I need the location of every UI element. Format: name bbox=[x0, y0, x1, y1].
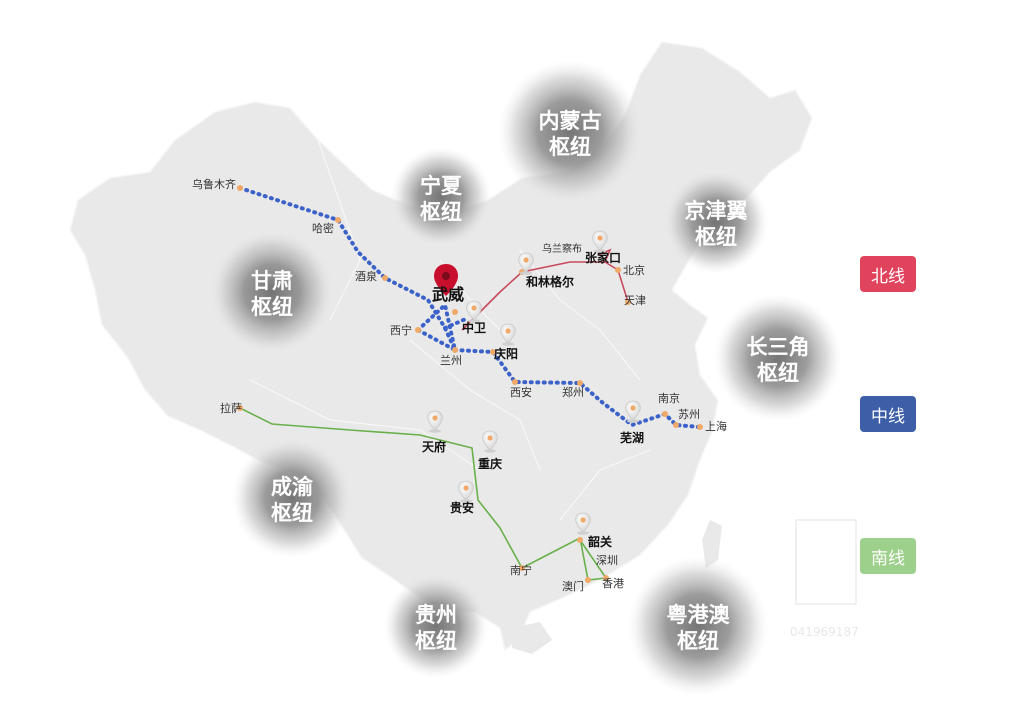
city-nanjing: 南京 bbox=[658, 391, 680, 405]
pin-wuhu-icon[interactable] bbox=[625, 400, 641, 423]
city-lhasa: 拉萨 bbox=[220, 401, 242, 415]
hub-glow bbox=[664, 170, 768, 274]
city-tianjin: 天津 bbox=[624, 294, 646, 307]
city-dots bbox=[237, 185, 703, 583]
city-qingyang: 庆阳 bbox=[493, 346, 518, 361]
legend-north-label: 北线 bbox=[871, 266, 905, 287]
city-wuwei: 武威 bbox=[432, 285, 464, 304]
hub-glow bbox=[210, 230, 334, 354]
province-borders bbox=[249, 139, 651, 521]
hub-subtitle: 枢纽 bbox=[757, 361, 799, 385]
pin-guian-icon[interactable] bbox=[458, 480, 474, 503]
hub-subtitle: 枢纽 bbox=[549, 135, 591, 159]
city-zhengzhou: 郑州 bbox=[562, 385, 584, 399]
city-tianfu: 天府 bbox=[422, 439, 446, 454]
middle-route-zhongwei bbox=[443, 316, 470, 330]
hub-title: 内蒙古 bbox=[539, 109, 602, 133]
city-hami: 哈密 bbox=[312, 221, 334, 235]
legend-south-label: 南线 bbox=[871, 548, 905, 569]
legend-middle-label: 中线 bbox=[871, 406, 905, 427]
hub-subtitle: 枢纽 bbox=[677, 629, 719, 653]
city-xining: 西宁 bbox=[390, 323, 412, 337]
city-jiuquan: 酒泉 bbox=[355, 269, 377, 283]
hub-subtitle: 枢纽 bbox=[695, 225, 737, 249]
south-route bbox=[239, 407, 608, 581]
hub-title: 甘肃 bbox=[251, 269, 293, 293]
hub-title: 成渝 bbox=[271, 475, 314, 499]
pin-qingyang-icon[interactable] bbox=[500, 323, 516, 346]
city-labels: 乌鲁木齐 哈密 酒泉 武威 西宁 兰州 中卫 庆阳 西安 郑州 芜湖 南京 苏州… bbox=[192, 177, 727, 593]
hub-title: 京津翼 bbox=[685, 199, 748, 223]
legend-middle-line[interactable]: 中线 bbox=[860, 396, 916, 432]
hub-title: 宁夏 bbox=[420, 174, 463, 198]
city-guian: 贵安 bbox=[450, 500, 474, 515]
legend-south-line[interactable]: 南线 bbox=[860, 538, 916, 574]
city-zhongwei: 中卫 bbox=[462, 320, 486, 335]
city-macau: 澳门 bbox=[562, 579, 584, 593]
city-shanghai: 上海 bbox=[705, 419, 727, 433]
wuwei-location-icon[interactable] bbox=[434, 264, 458, 296]
hub-subtitle: 枢纽 bbox=[420, 200, 462, 224]
hub-subtitle: 枢纽 bbox=[415, 629, 457, 653]
city-beijing: 北京 bbox=[623, 263, 645, 277]
hub-glow bbox=[391, 147, 491, 247]
north-route-branch bbox=[597, 248, 612, 263]
legend-north-line[interactable]: 北线 bbox=[860, 256, 916, 292]
middle-route-xining bbox=[416, 301, 458, 354]
south-sea-inset bbox=[795, 519, 857, 605]
middle-route-east bbox=[453, 348, 702, 429]
pin-zhangjiakou-icon[interactable] bbox=[592, 230, 608, 253]
city-xian: 西安 bbox=[510, 385, 532, 399]
taiwan-island bbox=[702, 520, 722, 568]
pin-zhongwei-icon[interactable] bbox=[466, 300, 482, 323]
watermark-text: 041969187 bbox=[790, 625, 859, 639]
city-shaoguan: 韶关 bbox=[588, 534, 612, 549]
city-urumqi: 乌鲁木齐 bbox=[192, 177, 236, 191]
hainan-island bbox=[512, 622, 552, 654]
hub-glow bbox=[714, 294, 842, 422]
city-lanzhou: 兰州 bbox=[440, 354, 462, 367]
pin-chongqing-icon[interactable] bbox=[482, 430, 498, 453]
hub-title: 贵州 bbox=[415, 603, 457, 627]
city-wuhu: 芜湖 bbox=[620, 430, 644, 445]
city-hohhot: 和林格尔 bbox=[525, 274, 574, 289]
hub-glow bbox=[628, 556, 768, 696]
hubs-layer: 内蒙古枢纽宁夏枢纽京津翼枢纽甘肃枢纽长三角枢纽成渝枢纽贵州枢纽粤港澳枢纽 bbox=[210, 60, 842, 696]
hub-glow bbox=[384, 574, 488, 678]
pin-shaoguan-icon[interactable] bbox=[575, 512, 591, 535]
city-nanning: 南宁 bbox=[510, 563, 532, 577]
hub-title: 粤港澳 bbox=[667, 603, 731, 627]
pin-hohhot-icon[interactable] bbox=[518, 252, 534, 275]
city-chongqing: 重庆 bbox=[478, 456, 502, 471]
hub-glow bbox=[232, 438, 352, 558]
hub-glow bbox=[498, 60, 642, 204]
pin-markers bbox=[427, 230, 641, 535]
city-hongkong: 香港 bbox=[602, 577, 624, 590]
hub-title: 长三角 bbox=[747, 335, 810, 359]
pin-tianfu-icon[interactable] bbox=[427, 410, 443, 433]
city-ulanqab: 乌兰察布 bbox=[542, 242, 582, 255]
hub-subtitle: 枢纽 bbox=[271, 501, 313, 525]
city-suzhou: 苏州 bbox=[678, 408, 700, 421]
city-shenzhen: 深圳 bbox=[596, 554, 618, 567]
city-zhangjiakou: 张家口 bbox=[585, 250, 621, 265]
hub-subtitle: 枢纽 bbox=[251, 295, 293, 319]
